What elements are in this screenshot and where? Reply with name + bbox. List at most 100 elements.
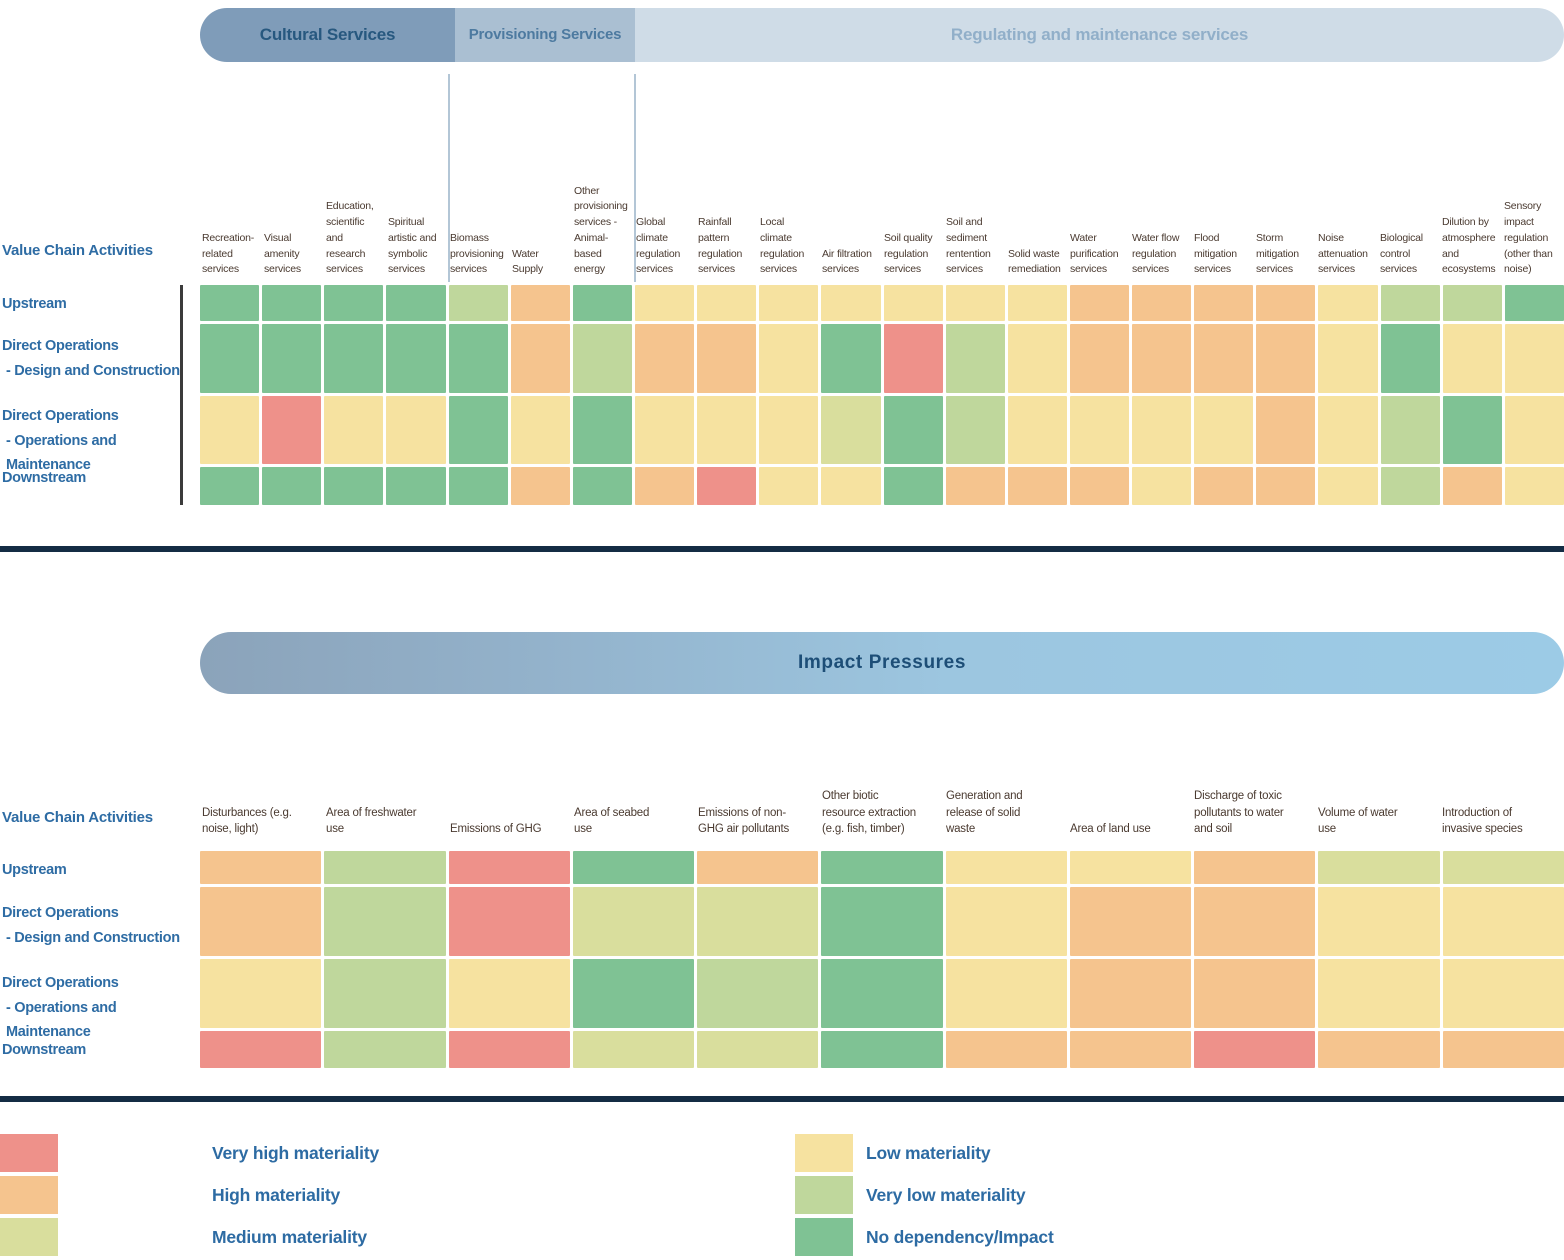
- heatmap-cell: [324, 285, 384, 321]
- row-label: Direct Operations- Design and Constructi…: [2, 901, 194, 950]
- column-header: Recreation-related services: [202, 231, 255, 276]
- row-label-line: Downstream: [2, 470, 87, 486]
- heatmap-cell: [883, 285, 943, 321]
- group-divider-line: [634, 74, 636, 282]
- heatmap-cell: [386, 285, 446, 321]
- heatmap-cell: [200, 887, 322, 956]
- impact-column-headers: Disturbances (e.g. noise, light)Area of …: [200, 718, 1564, 840]
- heatmap-cell: [1194, 887, 1316, 956]
- column-header: Other biotic resource extraction (e.g. f…: [822, 789, 916, 836]
- heatmap-cell: [1069, 959, 1192, 1028]
- heatmap-cell: [697, 396, 757, 464]
- column-header: Global climate regulation services: [636, 216, 681, 276]
- heatmap-cell: [448, 285, 508, 321]
- heatmap-cell: [1194, 959, 1316, 1028]
- heatmap-cell: [821, 467, 881, 505]
- heatmap-cell: [386, 396, 446, 464]
- heatmap-cell: [697, 887, 819, 956]
- heatmap-cell: [1194, 1031, 1316, 1068]
- legend-swatch-m: [0, 1218, 58, 1256]
- heatmap-cell: [1380, 396, 1440, 464]
- heatmap-cell: [1007, 467, 1067, 505]
- heatmap-cell: [1442, 285, 1502, 321]
- heatmap-cell: [945, 851, 1067, 884]
- heatmap-cell: [386, 324, 446, 393]
- heatmap-cell: [697, 1031, 819, 1068]
- matrix-left-border: [180, 285, 183, 505]
- heatmap-cell: [1504, 467, 1564, 505]
- heatmap-cell: [1194, 467, 1254, 505]
- heatmap-cell: [262, 324, 322, 393]
- heatmap-cell: [634, 467, 695, 505]
- legend-label: Medium materiality: [212, 1227, 367, 1247]
- legend-swatch-n: [795, 1218, 853, 1256]
- heatmap-cell: [324, 851, 446, 884]
- value-chain-axis-label-bottom: Value Chain Activities: [2, 809, 153, 826]
- heatmap-cell: [448, 959, 570, 1028]
- heatmap-cell: [1318, 959, 1440, 1028]
- group-provisioning-label: Provisioning Services: [468, 26, 622, 44]
- heatmap-cell: [448, 324, 508, 393]
- legend-label: No dependency/Impact: [866, 1227, 1054, 1247]
- row-label-line: - Design and Construction: [6, 929, 180, 946]
- heatmap-cell: [1069, 1031, 1192, 1068]
- legend-swatch-h: [0, 1176, 58, 1214]
- heatmap-cell: [200, 396, 260, 464]
- group-cultural-label: Cultural Services: [259, 25, 396, 44]
- row-label: Direct Operations- Operations and Mainte…: [2, 971, 194, 1045]
- heatmap-cell: [821, 887, 943, 956]
- group-cultural-services: Cultural Services: [200, 8, 455, 62]
- column-header: Introduction of invasive species: [1442, 806, 1523, 836]
- heatmap-cell: [1318, 1031, 1440, 1068]
- heatmap-cell: [262, 285, 322, 321]
- heatmap-cell: [200, 285, 260, 321]
- column-header: Local climate regulation services: [760, 216, 805, 276]
- heatmap-cell: [945, 1031, 1067, 1068]
- heatmap-cell: [262, 467, 322, 505]
- row-label-line: Direct Operations: [2, 408, 119, 424]
- heatmap-cell: [1442, 851, 1564, 884]
- heatmap-cell: [1069, 851, 1192, 884]
- column-header: Rainfall pattern regulation services: [698, 216, 743, 276]
- heatmap-cell: [759, 285, 819, 321]
- heatmap-cell: [1504, 324, 1564, 393]
- heatmap-cell: [572, 1031, 695, 1068]
- heatmap-cell: [1007, 324, 1067, 393]
- heatmap-cell: [510, 396, 570, 464]
- column-header: Discharge of toxic pollutants to water a…: [1194, 789, 1284, 836]
- column-header: Other provisioning services - Animal-bas…: [574, 184, 628, 276]
- heatmap-cell: [572, 851, 695, 884]
- heatmap-cell: [634, 285, 695, 321]
- heatmap-cell: [572, 396, 632, 464]
- heatmap-cell: [1069, 324, 1130, 393]
- heatmap-cell: [697, 467, 757, 505]
- heatmap-cell: [324, 1031, 446, 1068]
- heatmap-cell: [572, 959, 695, 1028]
- heatmap-cell: [200, 851, 322, 884]
- group-provisioning-services: Provisioning Services: [455, 8, 635, 62]
- heatmap-cell: [759, 396, 819, 464]
- heatmap-cell: [572, 467, 632, 505]
- legend-swatch-vh: [0, 1134, 58, 1172]
- group-divider-line: [448, 74, 450, 282]
- heatmap-cell: [1194, 324, 1254, 393]
- heatmap-cell: [1318, 851, 1440, 884]
- group-regulating-services: Regulating and maintenance services: [635, 8, 1564, 62]
- heatmap-cell: [759, 467, 819, 505]
- heatmap-cell: [1256, 396, 1316, 464]
- heatmap-cell: [821, 285, 881, 321]
- value-chain-axis-label-top: Value Chain Activities: [2, 242, 153, 259]
- heatmap-cell: [697, 851, 819, 884]
- heatmap-cell: [821, 959, 943, 1028]
- heatmap-cell: [572, 285, 632, 321]
- heatmap-cell: [883, 324, 943, 393]
- column-header: Area of seabed use: [574, 806, 650, 836]
- heatmap-cell: [697, 285, 757, 321]
- column-header: Emissions of GHG: [450, 823, 542, 836]
- impact-heatmap: [200, 851, 1564, 1068]
- heatmap-cell: [634, 396, 695, 464]
- heatmap-cell: [1380, 285, 1440, 321]
- heatmap-cell: [821, 851, 943, 884]
- heatmap-cell: [945, 887, 1067, 956]
- heatmap-cell: [1442, 467, 1502, 505]
